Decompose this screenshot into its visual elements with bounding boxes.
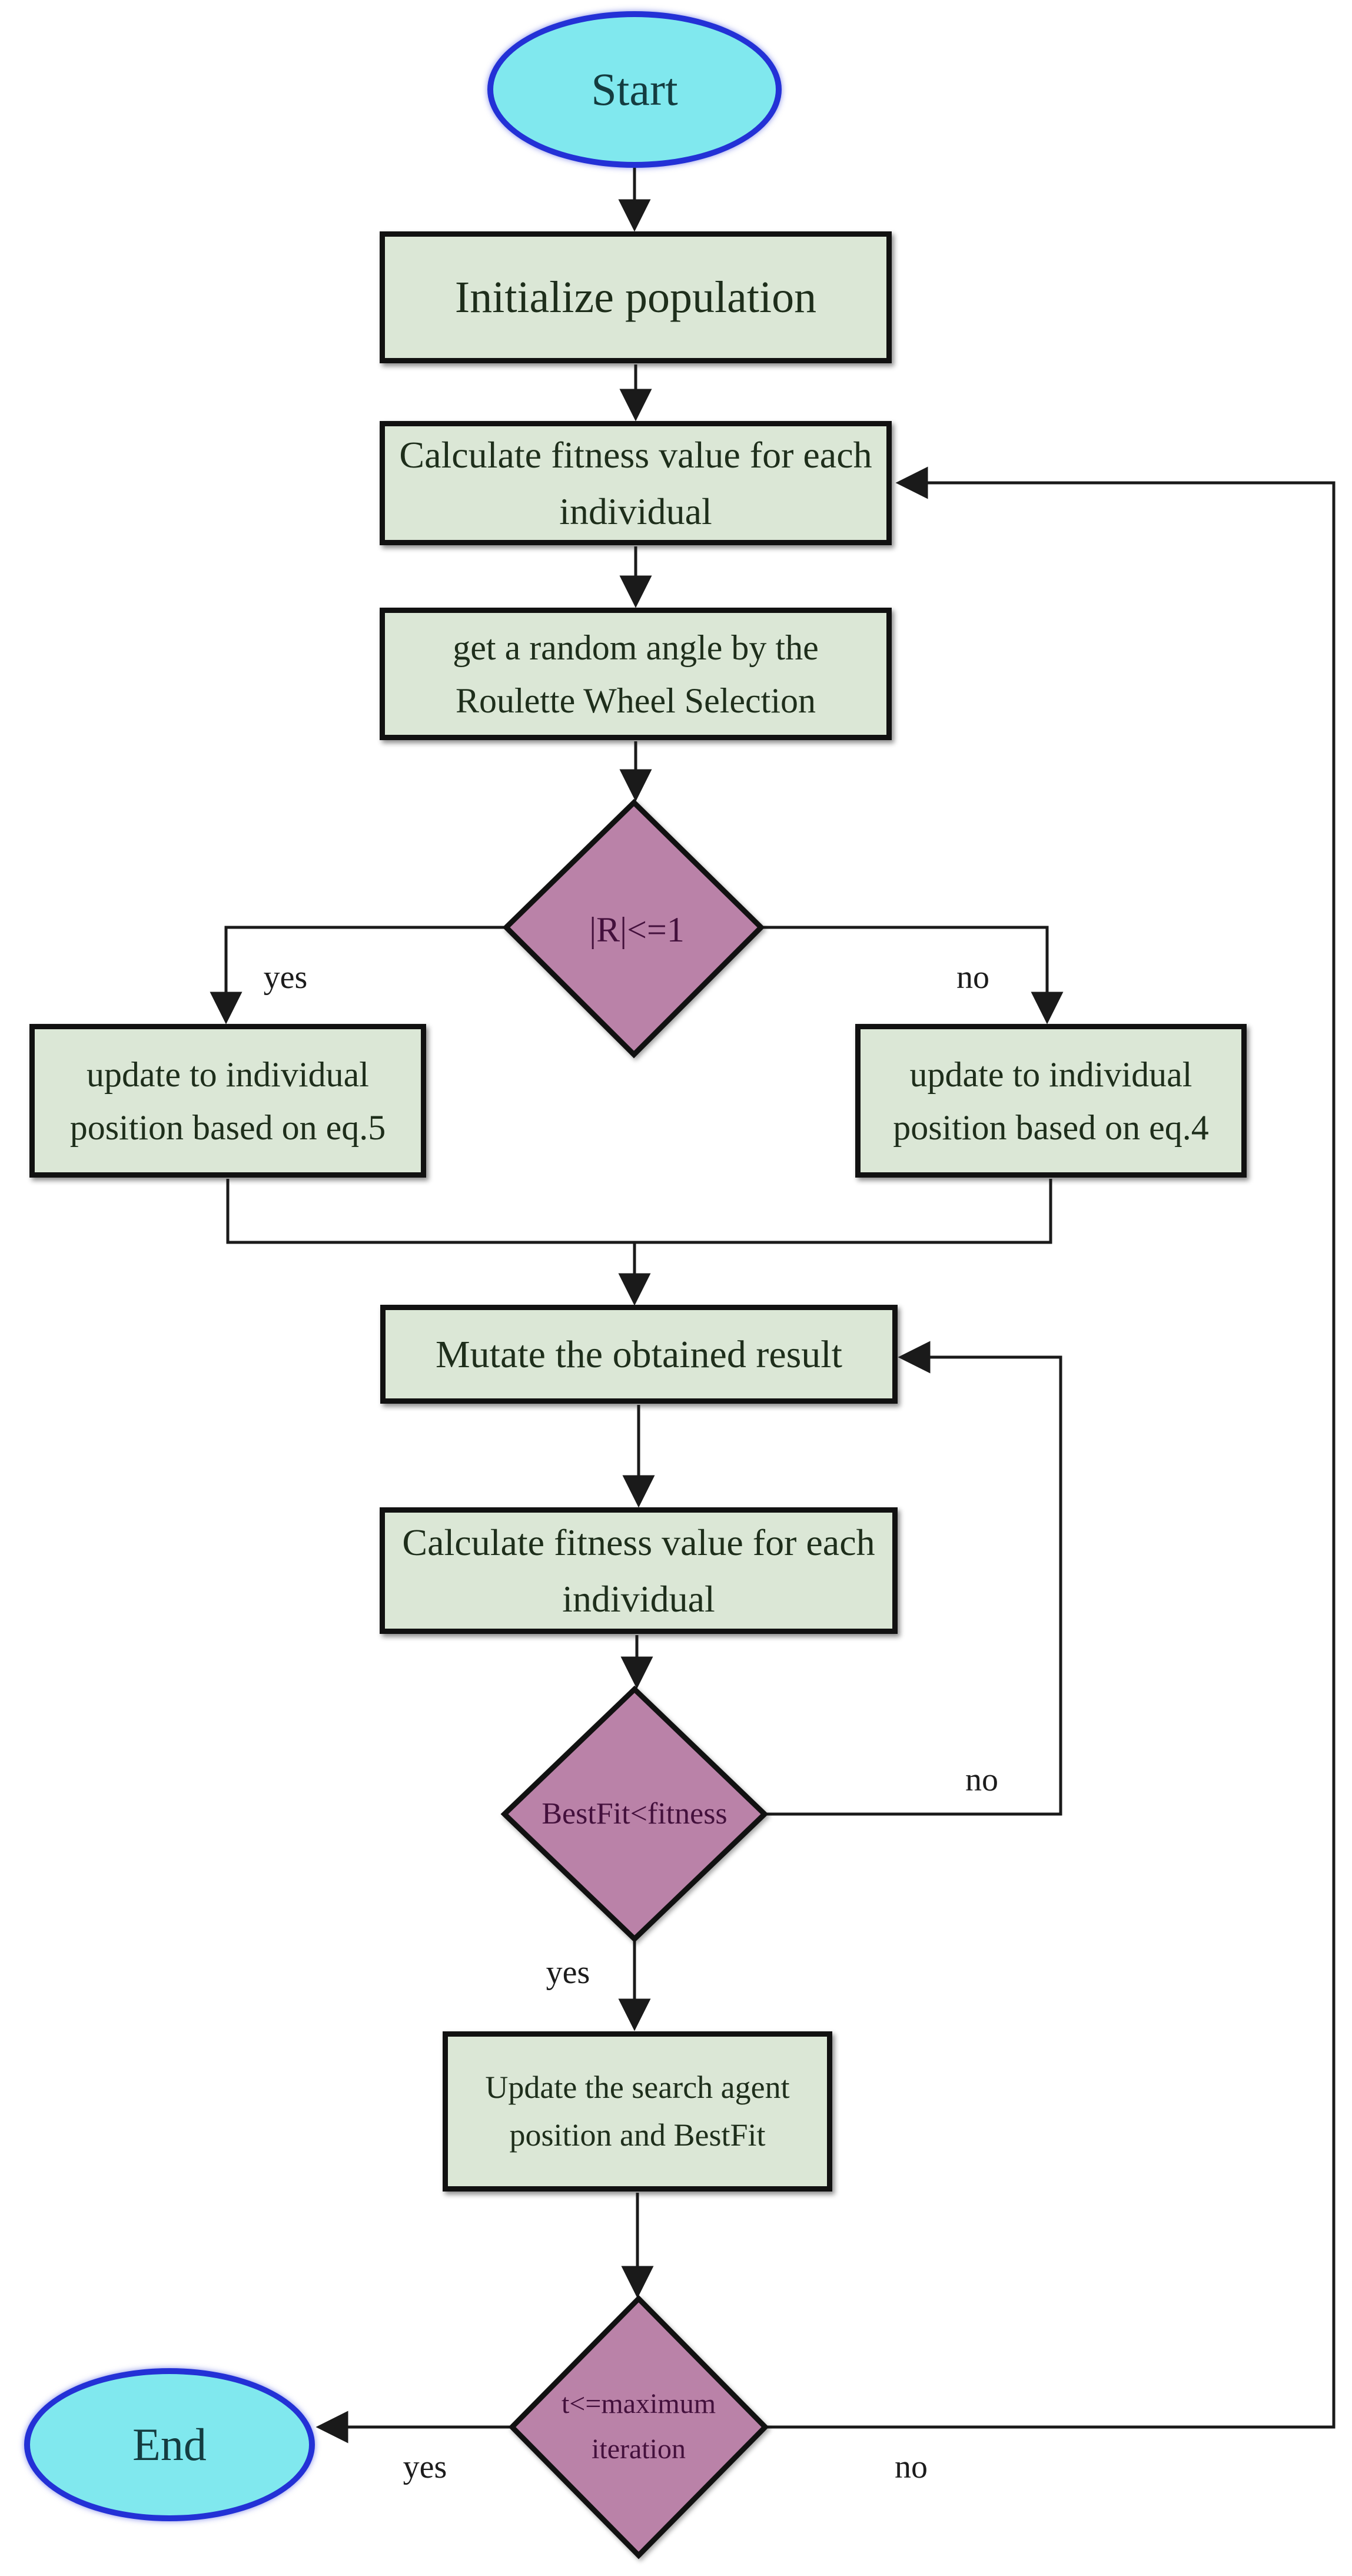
iteration-no-text: no	[895, 2449, 928, 2485]
calculate-fitness-1-label: Calculate fitness value for each individ…	[399, 433, 872, 532]
process-mutate-result: Mutate the obtained result	[380, 1305, 898, 1404]
process-update-position-eq4: update to individual position based on e…	[855, 1024, 1247, 1178]
decision-iteration: t<=maximum iteration	[533, 2356, 745, 2498]
update-search-agent-label: Update the search agent position and Bes…	[485, 2070, 790, 2153]
r-check-label: |R|<=1	[589, 910, 685, 949]
update-position-eq5-label: update to individual position based on e…	[69, 1055, 386, 1147]
iteration-yes-text: yes	[403, 2449, 447, 2485]
r-no-text: no	[956, 959, 989, 996]
branch-label-iteration-no: no	[861, 2446, 961, 2488]
mutate-result-label: Mutate the obtained result	[436, 1332, 842, 1376]
initialize-population-label: Initialize population	[454, 273, 817, 322]
branch-label-iteration-yes: yes	[375, 2446, 475, 2488]
bestfit-yes-text: yes	[546, 1954, 590, 1991]
iteration-label: t<=maximum iteration	[561, 2388, 716, 2465]
process-update-position-eq5: update to individual position based on e…	[29, 1024, 426, 1178]
r-yes-text: yes	[263, 959, 308, 996]
end-terminal: End	[24, 2368, 315, 2521]
bestfit-label: BestFit<fitness	[542, 1797, 728, 1831]
update-position-eq4-label: update to individual position based on e…	[893, 1055, 1209, 1147]
decision-bestfit: BestFit<fitness	[499, 1783, 770, 1845]
process-update-search-agent: Update the search agent position and Bes…	[443, 2031, 832, 2192]
process-calculate-fitness-1: Calculate fitness value for each individ…	[380, 421, 892, 545]
process-calculate-fitness-2: Calculate fitness value for each individ…	[380, 1507, 898, 1634]
roulette-wheel-label: get a random angle by the Roulette Wheel…	[453, 628, 819, 720]
branch-label-bestfit-yes: yes	[518, 1952, 618, 1993]
branch-label-r-no: no	[923, 957, 1023, 998]
start-terminal: Start	[487, 11, 782, 168]
process-initialize-population: Initialize population	[380, 231, 892, 363]
connector-eq5-to-merge	[226, 1179, 635, 1244]
calculate-fitness-2-label: Calculate fitness value for each individ…	[402, 1521, 875, 1620]
decision-r-check: |R|<=1	[519, 892, 755, 967]
process-roulette-wheel-selection: get a random angle by the Roulette Wheel…	[380, 608, 892, 740]
branch-label-bestfit-no: no	[932, 1759, 1032, 1801]
connector-iteration-no-loop-to-fitness1	[765, 466, 1336, 2429]
start-label: Start	[591, 64, 678, 115]
branch-label-r-yes: yes	[235, 957, 335, 998]
bestfit-no-text: no	[965, 1762, 998, 1798]
end-label: End	[132, 2419, 207, 2470]
connector-eq4-to-merge	[635, 1179, 1052, 1244]
